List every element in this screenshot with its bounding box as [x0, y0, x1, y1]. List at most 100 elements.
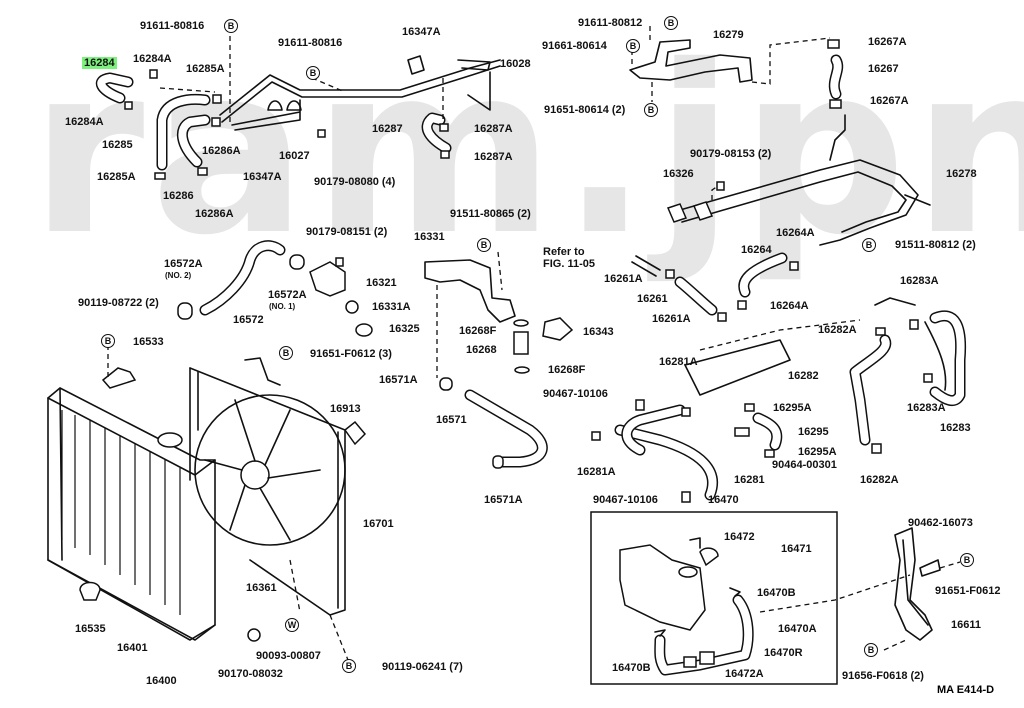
part-label[interactable]: 16401: [117, 642, 148, 654]
part-label[interactable]: 16267A: [870, 95, 909, 107]
hose-16472[interactable]: [689, 537, 701, 549]
clamp-16284A-lower[interactable]: [124, 101, 133, 110]
part-label[interactable]: 16470R: [764, 647, 803, 659]
part-label[interactable]: 16283: [940, 422, 971, 434]
pipe-16279[interactable]: [629, 39, 753, 83]
part-label[interactable]: 16264A: [776, 227, 815, 239]
part-label[interactable]: 16572A: [268, 289, 307, 301]
part-label[interactable]: 91611-80816: [140, 20, 205, 32]
part-label[interactable]: 16268: [466, 344, 497, 356]
housing-16331[interactable]: [424, 259, 516, 323]
cap-16471[interactable]: [699, 547, 719, 567]
clamp-16267A[interactable]: [827, 39, 840, 49]
part-label[interactable]: 16326: [663, 168, 694, 180]
radiator-16400[interactable]: [47, 387, 216, 641]
part-label[interactable]: 90464-00301: [772, 459, 837, 471]
hose-16283[interactable]: [929, 310, 967, 407]
part-label[interactable]: 16572: [233, 314, 264, 326]
part-label[interactable]: 16261A: [604, 273, 643, 285]
part-label[interactable]: 16472: [724, 531, 755, 543]
part-label[interactable]: 90170-08032: [218, 668, 283, 680]
part-label[interactable]: 16571: [436, 414, 467, 426]
clamp-16264A-lower[interactable]: [737, 300, 747, 310]
part-label[interactable]: 16325: [389, 323, 420, 335]
part-label[interactable]: 91651-F0612 (3): [310, 348, 392, 360]
radiator-cap[interactable]: [157, 432, 183, 448]
pipe-16028[interactable]: [219, 59, 501, 116]
hose-16287[interactable]: [421, 112, 452, 154]
part-label[interactable]: 16283A: [900, 275, 939, 287]
part-label[interactable]: 91656-F0618 (2): [842, 670, 924, 682]
part-label[interactable]: 16287: [372, 123, 403, 135]
clamp-16284A[interactable]: [149, 69, 158, 79]
part-label[interactable]: 90462-16073: [908, 517, 973, 529]
clamp-16267A-lower[interactable]: [829, 99, 842, 109]
pipe-16278[interactable]: [679, 159, 919, 246]
part-label[interactable]: 90179-08151 (2): [306, 226, 388, 238]
part-label[interactable]: 16701: [363, 518, 394, 530]
part-label[interactable]: 16286: [163, 190, 194, 202]
hose-16285[interactable]: [156, 93, 211, 171]
part-label[interactable]: 16282A: [860, 474, 899, 486]
part-label[interactable]: 16471: [781, 543, 812, 555]
clamp-16572A-no1[interactable]: [289, 254, 305, 270]
part-label[interactable]: 16533: [133, 336, 164, 348]
part-label[interactable]: 16284A: [65, 116, 104, 128]
part-label[interactable]: 16284A: [133, 53, 172, 65]
part-label[interactable]: 90119-06241 (7): [382, 661, 463, 673]
part-label[interactable]: 16027: [279, 150, 310, 162]
part-label[interactable]: 90179-08080 (4): [314, 176, 396, 188]
part-label[interactable]: 16278: [946, 168, 977, 180]
fan-16361[interactable]: [194, 394, 346, 546]
part-label[interactable]: 16286A: [202, 145, 241, 157]
part-label[interactable]: 16267A: [868, 36, 907, 48]
part-label[interactable]: 91511-80812 (2): [895, 239, 976, 251]
part-label[interactable]: 16282A: [818, 324, 857, 336]
bracket-16611[interactable]: [894, 527, 933, 641]
part-label[interactable]: 16267: [868, 63, 899, 75]
part-label[interactable]: 91611-80812: [578, 17, 643, 29]
part-label[interactable]: 16571A: [379, 374, 418, 386]
part-label[interactable]: 16285A: [186, 63, 225, 75]
part-label[interactable]: 16572A: [164, 258, 203, 270]
hose-16261[interactable]: [674, 276, 718, 316]
part-label[interactable]: 16279: [713, 29, 744, 41]
part-label-16284-highlighted[interactable]: 16284: [82, 57, 117, 69]
part-label[interactable]: 16264: [741, 244, 772, 256]
part-label[interactable]: 16282: [788, 370, 819, 382]
part-label[interactable]: 16285: [102, 139, 133, 151]
part-label[interactable]: 91511-80865 (2): [450, 208, 531, 220]
part-label[interactable]: 90179-08153 (2): [690, 148, 772, 160]
part-label[interactable]: 90093-00807: [256, 650, 321, 662]
clamp-16285A-upper[interactable]: [212, 94, 222, 104]
part-label[interactable]: 16295A: [798, 446, 837, 458]
clamp-16285A[interactable]: [154, 172, 166, 180]
clamp-16286A-lower[interactable]: [197, 167, 208, 176]
part-label[interactable]: 91651-80614 (2): [544, 104, 626, 116]
part-label[interactable]: 16470A: [778, 623, 817, 635]
part-label[interactable]: 16343: [583, 326, 614, 338]
part-label[interactable]: 16331: [414, 231, 445, 243]
part-label[interactable]: 16281A: [577, 466, 616, 478]
part-label[interactable]: 16261: [637, 293, 668, 305]
part-label[interactable]: 16571A: [484, 494, 523, 506]
hose-16282[interactable]: [849, 334, 892, 446]
fan-shroud-16701[interactable]: [189, 367, 346, 616]
part-label[interactable]: 16347A: [243, 171, 282, 183]
part-label[interactable]: 16470B: [757, 587, 796, 599]
reference-note[interactable]: FIG. 11-05: [543, 258, 595, 270]
clamp-16286A[interactable]: [211, 117, 221, 127]
sleeve-16268[interactable]: [513, 331, 529, 355]
hose-16264[interactable]: [738, 252, 788, 298]
part-label[interactable]: 91611-80816: [278, 37, 343, 49]
gasket-16325[interactable]: [355, 323, 373, 337]
clamp-16572A-no2[interactable]: [177, 302, 193, 320]
part-label[interactable]: 16472A: [725, 668, 764, 680]
part-label[interactable]: 16264A: [770, 300, 809, 312]
part-label[interactable]: 16295A: [773, 402, 812, 414]
reservoir-tank-16470[interactable]: [619, 544, 706, 631]
part-label[interactable]: 16281: [734, 474, 765, 486]
pipe-16027[interactable]: [231, 99, 301, 131]
part-label[interactable]: 90119-08722 (2): [78, 297, 159, 309]
clamp-16571A-lower[interactable]: [492, 455, 504, 469]
